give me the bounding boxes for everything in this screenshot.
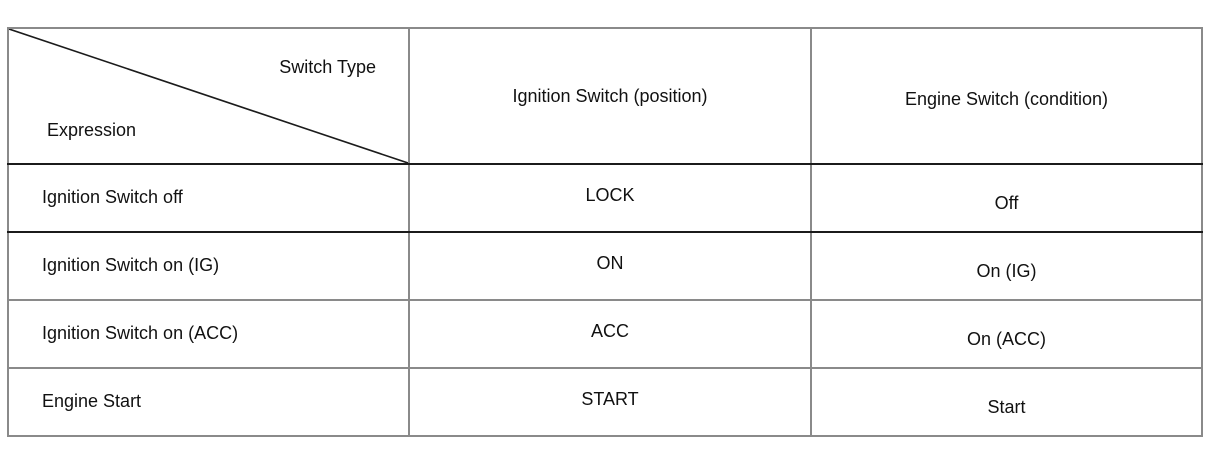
header-engine-switch-label: Engine Switch (condition)	[904, 88, 1109, 109]
cell-engine-switch-text: On (ACC)	[966, 328, 1046, 349]
table-row: Ignition Switch off LOCK Off	[7, 164, 1203, 233]
table-row: Engine Start START Start	[7, 368, 1203, 436]
cell-expression: Ignition Switch off	[7, 164, 410, 233]
header-switch-type-label: Switch Type	[279, 57, 376, 77]
header-cell-ignition-switch: Ignition Switch (position)	[408, 28, 812, 165]
cell-engine-switch-text: On (IG)	[976, 260, 1037, 281]
cell-ignition-switch: LOCK	[408, 164, 812, 233]
cell-engine-switch: Off	[810, 164, 1203, 233]
diagonal-divider-icon	[10, 29, 407, 162]
header-ignition-switch-label: Ignition Switch (position)	[512, 85, 708, 106]
cell-expression: Ignition Switch on (IG)	[7, 232, 410, 301]
header-cell-engine-switch: Engine Switch (condition)	[810, 28, 1203, 165]
cell-engine-switch: On (IG)	[810, 232, 1203, 301]
cell-engine-switch-text: Start	[987, 396, 1026, 417]
cell-engine-switch: On (ACC)	[810, 300, 1203, 369]
cell-expression-text: Ignition Switch on (IG)	[42, 254, 220, 275]
cell-engine-switch-text: Off	[994, 192, 1019, 213]
cell-expression-text: Ignition Switch on (ACC)	[42, 322, 239, 343]
cell-expression: Engine Start	[7, 368, 410, 436]
cell-ignition-switch: ON	[408, 232, 812, 301]
cell-engine-switch: Start	[810, 368, 1203, 436]
table-row: Ignition Switch on (IG) ON On (IG)	[7, 232, 1203, 301]
table-row: Ignition Switch on (ACC) ACC On (ACC)	[7, 300, 1203, 369]
cell-ignition-switch-text: ACC	[590, 320, 629, 341]
switch-type-table: Switch Type Expression Ignition Switch (…	[7, 27, 1203, 437]
header-expression-label: Expression	[47, 120, 137, 140]
cell-expression: Ignition Switch on (ACC)	[7, 300, 410, 369]
table-header-row: Switch Type Expression Ignition Switch (…	[7, 28, 1203, 165]
cell-ignition-switch-text: LOCK	[585, 184, 635, 205]
cell-ignition-switch: ACC	[408, 300, 812, 369]
cell-ignition-switch: START	[408, 368, 812, 436]
header-corner-cell: Switch Type Expression	[7, 28, 410, 165]
cell-ignition-switch-text: START	[581, 388, 639, 409]
cell-expression-text: Ignition Switch off	[42, 186, 183, 207]
cell-expression-text: Engine Start	[42, 390, 142, 411]
cell-ignition-switch-text: ON	[596, 252, 624, 273]
